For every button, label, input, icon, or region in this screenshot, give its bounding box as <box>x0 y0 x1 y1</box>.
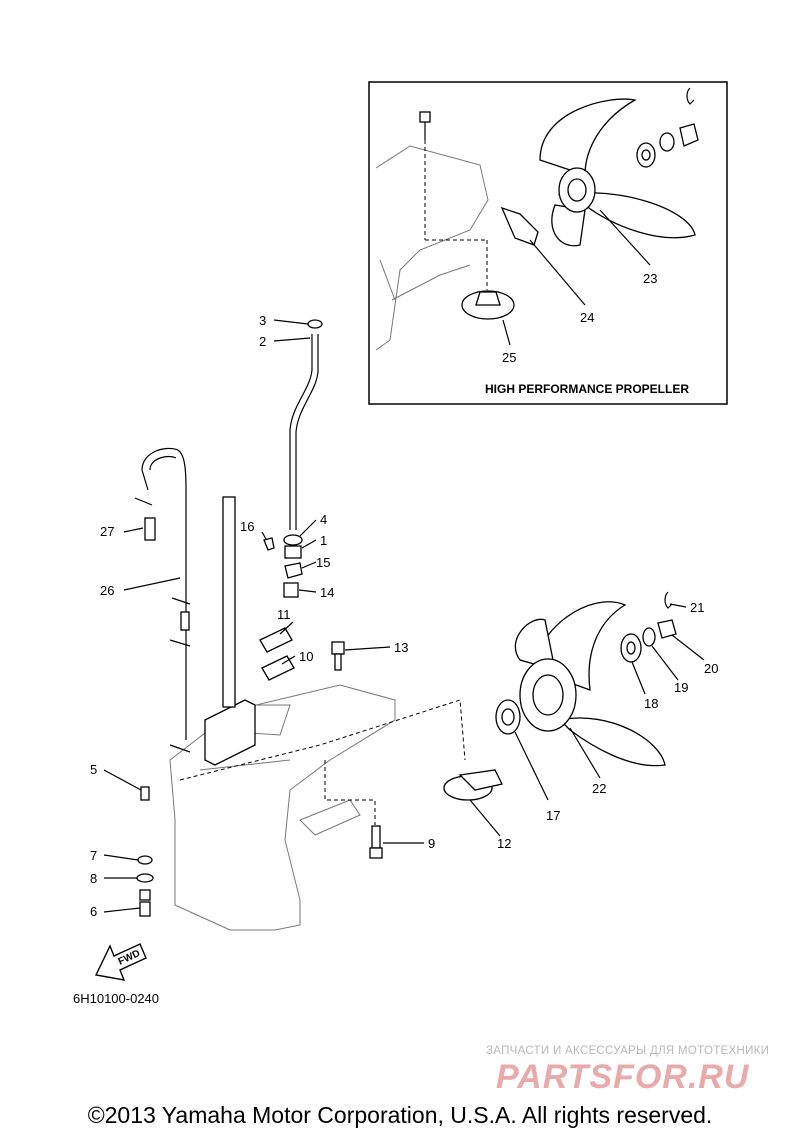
callout-8: 8 <box>90 871 97 886</box>
inset-frame <box>368 81 728 405</box>
washer-3 <box>307 319 323 329</box>
washer-8 <box>136 873 154 883</box>
dowel-5 <box>140 786 150 801</box>
screw-16 <box>263 537 275 551</box>
watermark-brand-logo: PARTSFOR.RU <box>496 1058 750 1096</box>
callout-4: 4 <box>320 512 327 527</box>
callout-numbers: 3 2 4 1 15 14 16 27 26 11 10 13 5 7 8 6 … <box>90 271 718 919</box>
callout-1: 1 <box>320 533 327 548</box>
lower-casing-assembly: FWD <box>94 319 677 981</box>
water-tube-26 <box>141 447 187 740</box>
callout-20: 20 <box>704 661 718 676</box>
high-performance-propeller-inset <box>368 81 728 405</box>
callout-11: 11 <box>277 607 291 622</box>
callout-3: 3 <box>259 313 266 328</box>
drive-shaft <box>222 496 236 708</box>
lower-casing-outline <box>169 684 396 931</box>
inset-bolt <box>419 111 431 140</box>
rubber-seal-11 <box>259 627 293 653</box>
callout-25: 25 <box>502 350 516 365</box>
callout-9: 9 <box>428 836 435 851</box>
bolt-13 <box>331 641 345 671</box>
propeller-nut-20 <box>657 619 677 639</box>
inset-washer-nut-pin <box>636 87 699 168</box>
callout-13: 13 <box>394 640 408 655</box>
callout-15: 15 <box>316 555 330 570</box>
bolt-9 <box>369 825 383 859</box>
callout-14: 14 <box>320 585 334 600</box>
copyright-notice: ©2013 Yamaha Motor Corporation, U.S.A. A… <box>87 1102 713 1128</box>
washer-19 <box>642 627 656 647</box>
callout-6: 6 <box>90 904 97 919</box>
callout-22: 22 <box>592 781 606 796</box>
propeller-23 <box>539 98 696 247</box>
callout-7: 7 <box>90 848 97 863</box>
trim-tab-anode-12 <box>443 769 503 801</box>
hose-clips <box>169 597 191 753</box>
callout-18: 18 <box>644 696 658 711</box>
washer-4 <box>283 534 303 546</box>
propeller-shaft-housing <box>299 799 361 836</box>
callout-26: 26 <box>100 583 114 598</box>
water-pump-housing <box>204 699 256 766</box>
callout-27: 27 <box>100 524 114 539</box>
leader-lines <box>103 319 705 913</box>
callout-10: 10 <box>299 649 313 664</box>
propeller-22 <box>514 601 666 767</box>
inset-gearcase-outline <box>375 145 489 351</box>
grommet-1 <box>284 545 302 559</box>
callout-12: 12 <box>497 836 511 851</box>
callout-5: 5 <box>90 762 97 777</box>
callout-21: 21 <box>690 600 704 615</box>
clamp-15 <box>284 562 303 579</box>
trim-tab-anode-25 <box>461 290 515 320</box>
thrust-washer-17 <box>495 699 521 735</box>
fwd-arrow-icon: FWD <box>94 943 147 981</box>
cotter-pin-21 <box>664 591 673 609</box>
callout-24: 24 <box>580 310 594 325</box>
callout-19: 19 <box>674 680 688 695</box>
washer-7 <box>137 855 153 865</box>
spacer-18 <box>620 633 642 663</box>
drawing-number: 6H10100-0240 <box>73 991 160 1006</box>
callout-23: 23 <box>643 271 657 286</box>
clip-27 <box>134 497 156 541</box>
thrust-washer-24 <box>500 206 539 246</box>
callout-2: 2 <box>259 334 266 349</box>
bolt-6 <box>139 889 151 917</box>
collar-14 <box>283 582 299 598</box>
watermark-tagline: ЗАПЧАСТИ И АКСЕССУАРЫ ДЛЯ МОТОТЕХНИКИ <box>486 1045 770 1057</box>
inset-title: HIGH PERFORMANCE PROPELLER <box>485 382 689 396</box>
callout-16: 16 <box>240 519 254 534</box>
shift-rod-pipe-2 <box>289 334 319 530</box>
callout-17: 17 <box>546 808 560 823</box>
